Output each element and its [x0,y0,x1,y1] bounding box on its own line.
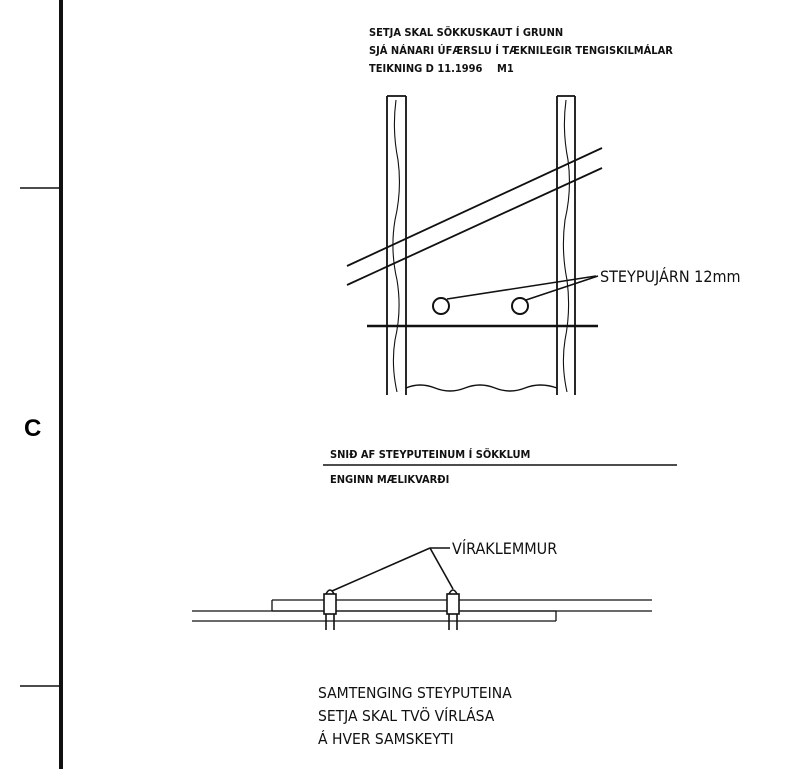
left-post [386,95,407,395]
margin-letter: C [24,415,41,442]
right-post [556,95,576,395]
section-title: SNIÐ AF STEYPUTEINUM Í SÖKKLUM [330,447,530,461]
diagonal-board [346,147,603,286]
joint-caption-line-3: Á HVER SAMSKEYTI [318,729,454,748]
note-line-1: SETJA SKAL SÖKKUSKAUT Í GRUNN [369,25,563,39]
break-line [405,384,558,392]
margin-border [20,0,63,769]
wire-clamp-2 [446,589,460,630]
wire-clamp-1 [323,589,337,630]
note-line-3-ref: TEIKNING D 11.1996 [369,62,483,75]
clamp-leader-2 [429,547,454,590]
joint-caption-line-2: SETJA SKAL TVÖ VÍRLÁSA [318,706,495,725]
joint-caption-line-1: SAMTENGING STEYPUTEINA [318,684,512,702]
note-line-3-sheet: M1 [497,62,514,75]
rebar-leader-1 [446,275,597,300]
note-line-2: SJÁ NÁNARI ÚFÆRSLU Í TÆKNILEGIR TENGISKI… [369,44,673,57]
rebar-circle-2 [511,297,529,315]
scale-note: ENGINN MÆLIKVARÐI [330,473,449,486]
joint-drawing [192,547,652,630]
section-drawing [346,95,603,395]
clamp-label: VÍRAKLEMMUR [452,539,557,558]
rebar-label: STEYPUJÁRN 12mm [600,267,741,286]
rebar-circle-1 [432,297,450,315]
rebar-leader-2 [525,275,599,301]
clamp-leader-1 [331,547,431,592]
